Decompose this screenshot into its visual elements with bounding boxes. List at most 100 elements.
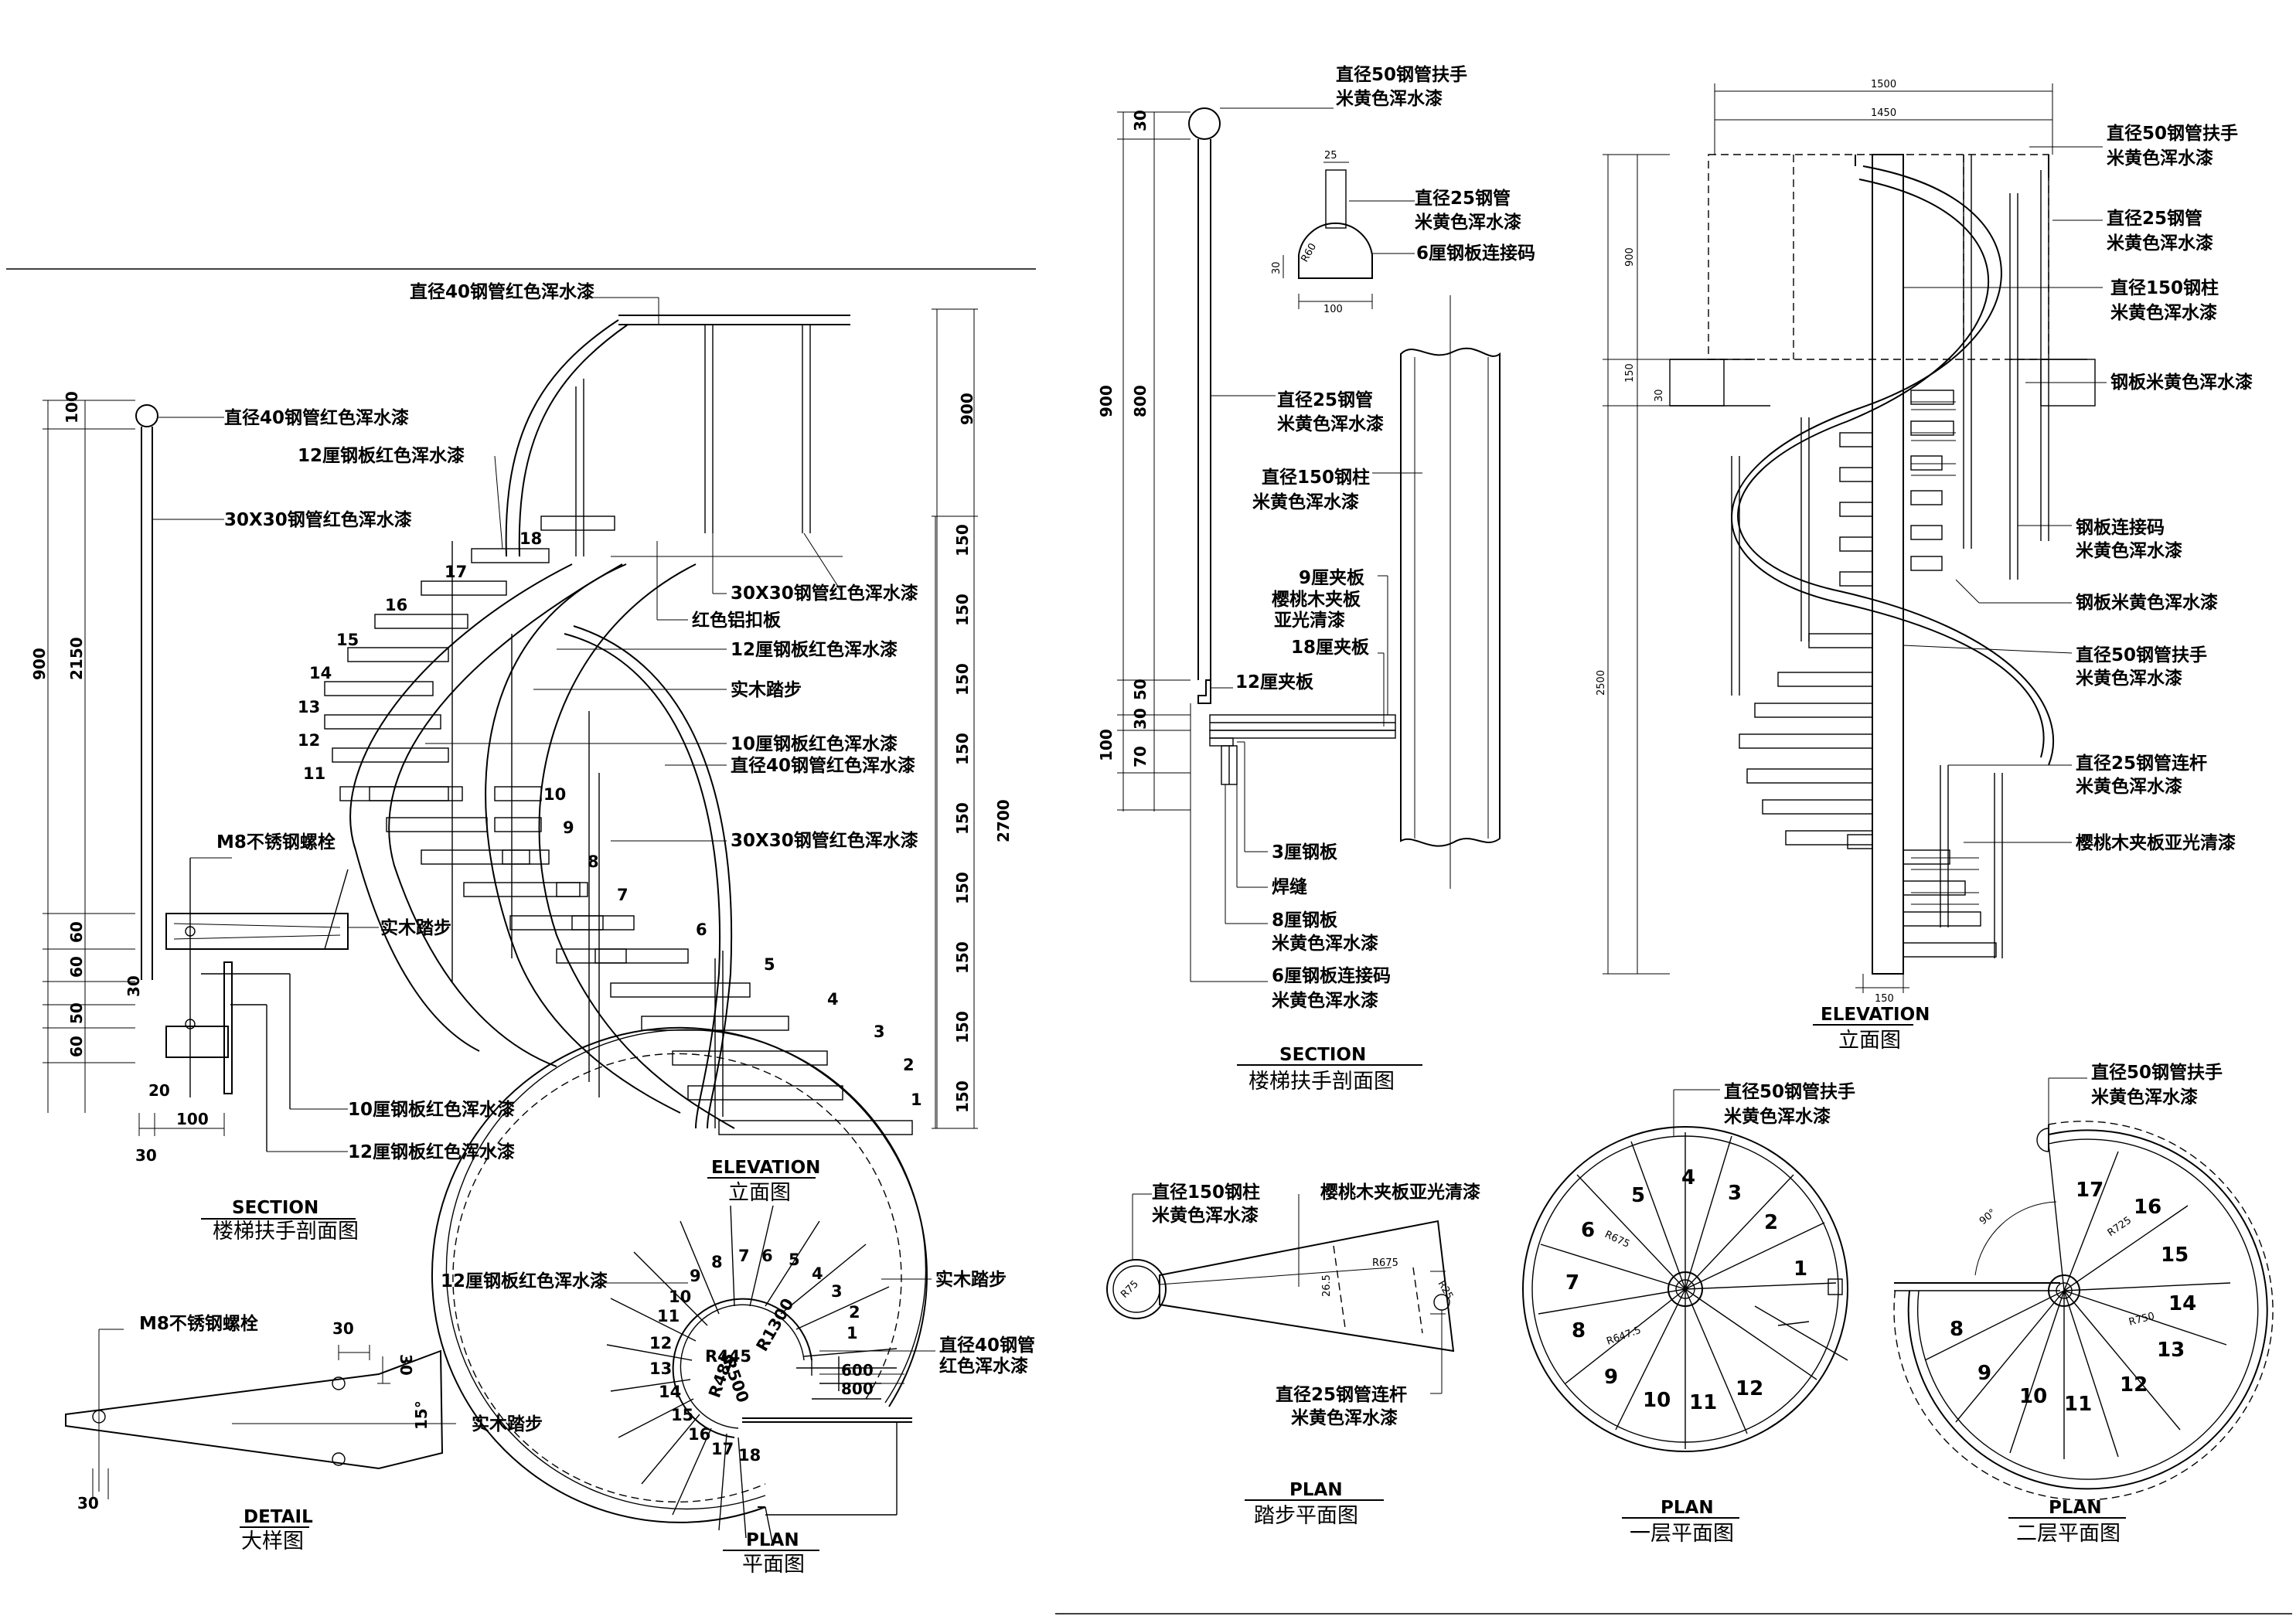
tread-plan-drawing [1106, 1220, 1455, 1352]
elev-dim-riser-f: 150 [953, 872, 972, 904]
title-section-en: SECTION [232, 1198, 319, 1218]
f1-label-handrail-b: 米黄色浑水漆 [1724, 1106, 1831, 1127]
f2-angle-90: 90° [1977, 1207, 1998, 1227]
elev-step-13: 13 [298, 698, 320, 716]
left-section-drawing [43, 400, 349, 1152]
dim-60c: 60 [67, 1036, 86, 1057]
mid-label-col150-b: 米黄色浑水漆 [1252, 492, 1359, 512]
mid-dim-70: 70 [1131, 746, 1150, 767]
relev-label-conn-a: 钢板连接码 [2076, 517, 2165, 538]
mid-label-handrail-b: 米黄色浑水漆 [1336, 88, 1443, 109]
mid-dim-100: 100 [1097, 729, 1116, 761]
relev-dim-150: 150 [1624, 363, 1636, 383]
title-plan-floor1-en: PLAN [1661, 1498, 1714, 1518]
plan-floor1-drawing [1522, 1126, 1848, 1452]
plan-step-1: 1 [847, 1324, 858, 1342]
plan-dim-600: 600 [841, 1361, 874, 1380]
mid-label-weld: 焊缝 [1272, 876, 1307, 897]
f1-step-5: 5 [1631, 1184, 1645, 1207]
elev-label-plate10: 10厘钢板红色浑水漆 [731, 733, 898, 754]
elev-label-plate12: 12厘钢板红色浑水漆 [298, 445, 465, 466]
title-tread-plan-en: PLAN [1289, 1480, 1343, 1500]
elev-dim-riser-g: 150 [953, 941, 972, 974]
mid-dim-100b: 100 [1323, 304, 1343, 315]
elev-step-11: 11 [303, 764, 325, 783]
elev-label-aluminium: 红色铝扣板 [692, 610, 782, 631]
mid-label-pipe25-b: 米黄色浑水漆 [1415, 212, 1521, 233]
elev-step-2: 2 [903, 1056, 915, 1074]
mid-label-pipe25-a: 直径25钢管 [1415, 188, 1511, 209]
relev-dim-900: 900 [1624, 247, 1636, 267]
label-plate10-red: 10厘钢板红色浑水漆 [348, 1099, 515, 1120]
plan-step-3: 3 [831, 1282, 843, 1301]
f2-step-17: 17 [2076, 1179, 2104, 1202]
elev-step-8: 8 [588, 852, 599, 871]
plan-step-4: 4 [812, 1264, 823, 1283]
relev-dim-1500: 1500 [1871, 79, 1896, 90]
relev-label-cherry: 樱桃木夹板亚光清漆 [2076, 832, 2236, 853]
title-mid-section-cn: 楼梯扶手剖面图 [1248, 1070, 1395, 1094]
mid-label-plate6b-b: 米黄色浑水漆 [1272, 990, 1378, 1011]
elev-label-handrail: 直径40钢管红色浑水漆 [410, 281, 594, 302]
relev-label-col150-a: 直径150钢柱 [2110, 277, 2219, 298]
plan-step-18: 18 [738, 1446, 761, 1465]
title-plan-floor2-cn: 二层平面图 [2016, 1522, 2121, 1546]
title-elevation-cn: 立面图 [728, 1181, 791, 1205]
f1-step-2: 2 [1764, 1211, 1778, 1234]
relev-label-handrail2-b: 米黄色浑水漆 [2076, 668, 2182, 689]
tread-dim-r25: R25 [1436, 1279, 1456, 1302]
plan-step-13: 13 [649, 1359, 672, 1378]
title-plan-floor1-cn: 一层平面图 [1630, 1522, 1734, 1546]
title-right-elevation-cn: 立面图 [1838, 1029, 1901, 1053]
plan-label-wood-step: 实木踏步 [935, 1269, 1007, 1290]
label-plate12-red-b: 12厘钢板红色浑水漆 [348, 1142, 515, 1162]
f2-step-15: 15 [2161, 1244, 2189, 1267]
label-tube30-red: 30X30钢管红色浑水漆 [224, 509, 412, 530]
relev-label-conn-b: 米黄色浑水漆 [2076, 540, 2182, 561]
detail-dim-b: 30 [397, 1354, 415, 1376]
relev-dim-2500: 2500 [1596, 670, 1607, 696]
elev-dim-riser-i: 150 [953, 1080, 972, 1113]
relev-label-plate-yellow2: 钢板米黄色浑水漆 [2076, 592, 2218, 613]
detail-dim-c: 30 [77, 1494, 99, 1512]
dim-50: 50 [67, 1002, 86, 1024]
title-detail-en: DETAIL [244, 1507, 313, 1527]
mid-dim-900: 900 [1097, 385, 1116, 417]
elev-label-tube30b: 30X30钢管红色浑水漆 [731, 830, 918, 851]
relev-label-handrail-b: 米黄色浑水漆 [2107, 148, 2213, 168]
mid-dim-25: 25 [1324, 150, 1337, 162]
mid-label-rod25-b: 米黄色浑水漆 [1277, 413, 1384, 434]
mid-label-col150-a: 直径150钢柱 [1262, 467, 1370, 488]
elev-step-3: 3 [874, 1022, 885, 1041]
elev-dim-riser-b: 150 [953, 594, 972, 626]
f1-label-handrail-a: 直径50钢管扶手 [1724, 1081, 1855, 1102]
mid-label-ply9-c: 亚光清漆 [1274, 611, 1345, 631]
tread-label-rod25-a: 直径25钢管连杆 [1276, 1384, 1407, 1405]
elev-step-5: 5 [764, 955, 775, 974]
f2-step-16: 16 [2134, 1196, 2161, 1219]
relev-label-handrail-a: 直径50钢管扶手 [2107, 123, 2238, 144]
f1-step-1: 1 [1794, 1257, 1807, 1281]
elev-dim-riser-e: 150 [953, 802, 972, 835]
elev-step-12: 12 [298, 731, 320, 750]
f2-label-handrail-a: 直径50钢管扶手 [2091, 1062, 2223, 1083]
plan-label-plate12: 12厘钢板红色浑水漆 [441, 1271, 608, 1291]
relev-label-pipe25-b: 米黄色浑水漆 [2107, 233, 2213, 253]
plan-radius-445: R445 [705, 1347, 751, 1366]
plan-step-8: 8 [711, 1253, 723, 1271]
label-bolt-m8: M8不锈钢螺栓 [216, 832, 336, 852]
tread-label-col150-b: 米黄色浑水漆 [1152, 1205, 1259, 1226]
title-elevation-en: ELEVATION [711, 1158, 820, 1178]
mid-dim-50: 50 [1131, 679, 1150, 700]
elev-step-16: 16 [385, 596, 407, 614]
elev-label-plate12b: 12厘钢板红色浑水漆 [731, 639, 898, 660]
mid-label-ply9-a: 9厘夹板 [1299, 568, 1365, 588]
dim-30h: 30 [135, 1146, 157, 1165]
right-elevation-drawing [1603, 83, 2096, 993]
mid-section-drawing [1117, 107, 1501, 889]
f1-radius-675: R675 [1603, 1229, 1631, 1250]
elev-step-4: 4 [827, 990, 839, 1009]
relev-dim-30: 30 [1654, 389, 1665, 402]
plan-step-5: 5 [789, 1250, 800, 1269]
